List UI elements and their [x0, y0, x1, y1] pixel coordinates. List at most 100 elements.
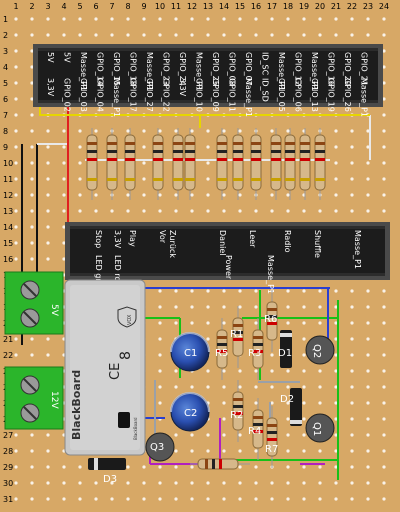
module-ce-mark: CE — [108, 363, 123, 380]
top-header-pin-label: GPIO_09 — [211, 78, 220, 112]
column-label: 7 — [109, 2, 114, 11]
transistor-q2: Q2 — [305, 335, 335, 365]
resistor — [270, 134, 282, 191]
column-label: 17 — [267, 2, 277, 11]
column-label: 18 — [283, 2, 293, 11]
circuit-resistor: R6 — [264, 290, 278, 352]
top-header-pin-label: GPIO_04 — [96, 78, 105, 112]
resistor — [216, 134, 228, 191]
top-header-pin-label: 5V — [63, 52, 72, 63]
module-weee-mark: 8 — [118, 351, 134, 360]
diode-d3: D3 — [88, 458, 126, 485]
row-label: 8 — [3, 127, 8, 136]
row-label: 11 — [3, 175, 13, 184]
row-label: 31 — [3, 495, 13, 504]
resistor — [184, 134, 196, 191]
module-vox-mark: VOX — [127, 314, 133, 325]
circuit-resistor: R5 — [215, 318, 228, 380]
row-label: 5 — [3, 79, 8, 88]
top-header-pin-label: GPIO_16 — [327, 52, 336, 86]
row-label: 12 — [3, 191, 13, 200]
row-label: 3 — [3, 47, 8, 56]
resistor — [86, 134, 98, 191]
row-labels: 1234567891011121314151617181920212223242… — [3, 15, 13, 504]
bottom-header-pin-label: Masse_P1 — [353, 230, 362, 269]
row-label: 13 — [3, 207, 13, 216]
top-header-pin-label: GPIO_17 — [129, 78, 138, 112]
transistor-q3: Q3 — [145, 432, 175, 462]
resistor-label: R2 — [230, 410, 243, 421]
column-label: 21 — [331, 2, 341, 11]
capacitor-c1-label: C1 — [184, 348, 197, 359]
top-header-pin-label: 3,3V — [46, 78, 55, 97]
column-label: 12 — [187, 2, 197, 11]
top-header-pin-label: GPIO_21 — [360, 52, 369, 86]
bottom-header-pin-label: Leer — [248, 230, 257, 248]
top-header-pin-label: GPIO_06 — [294, 78, 303, 112]
top-header-pin-label: GPIO_14 — [96, 52, 105, 86]
top-header-pin-label: GPIO_22 — [162, 78, 171, 112]
terminal-label-12v: 12V — [49, 391, 59, 409]
column-label: 23 — [363, 2, 373, 11]
capacitor-c2: C2 — [170, 392, 210, 432]
row-label: 29 — [3, 463, 13, 472]
row-label: 15 — [3, 239, 13, 248]
row-label: 28 — [3, 447, 13, 456]
top-header-pin-label: Masse_P1 — [145, 52, 154, 91]
top-header-pin-label: Masse_P1 — [79, 52, 88, 91]
row-label: 14 — [3, 223, 13, 232]
column-label: 6 — [93, 2, 98, 11]
top-header-pin-label: GPIO_24 — [178, 52, 187, 86]
top-header-pin-label: Masse_P1 — [277, 52, 286, 91]
column-label: 20 — [315, 2, 325, 11]
column-label: 3 — [45, 2, 50, 11]
top-header-pin-label: GPIO_23 — [162, 52, 171, 86]
resistor-label: R3 — [248, 348, 261, 359]
top-header-pin-label: GPIO_02 — [63, 78, 72, 112]
blackboard-module: BlackBoard CE 8 VOX BlackBoard — [64, 279, 146, 456]
top-header-pin-label: ID_SC — [261, 52, 270, 76]
top-header-pin-label: GPIO_26 — [343, 78, 352, 112]
circuit-resistor: R4 — [248, 398, 264, 460]
resistor — [314, 134, 326, 191]
top-header-pin-label: Masse_P1 — [360, 78, 369, 117]
top-header-pin-label: GPIO_18 — [129, 52, 138, 86]
bottom-header-pin-label: Daniel — [218, 230, 227, 256]
top-header-pin-label: GPIO_11 — [228, 78, 237, 112]
top-header-pin-label: 3,3V — [178, 78, 187, 97]
top-header-pin-label: GPIO_05 — [277, 78, 286, 112]
top-header-pin-label: Masse_P1 — [112, 78, 121, 117]
column-label: 9 — [141, 2, 146, 11]
bottom-header-pin-label: Stop — [94, 230, 103, 248]
top-header-pin-label: Masse_P1 — [310, 52, 319, 91]
row-label: 4 — [3, 63, 8, 72]
bottom-header-pin-label: Zurück — [168, 230, 177, 258]
resistor-label: R4 — [248, 426, 261, 437]
bottom-header-pin-label: Masse_P1 — [266, 255, 275, 294]
column-label: 14 — [219, 2, 229, 11]
column-label: 13 — [203, 2, 213, 11]
column-label: 22 — [347, 2, 357, 11]
column-label: 16 — [251, 2, 261, 11]
diode-d1: D1 — [278, 330, 292, 368]
transistor-q1: Q1 — [305, 413, 335, 443]
top-header-pin-label: GPIO_12 — [294, 52, 303, 86]
resistor — [250, 134, 262, 191]
row-label: 7 — [3, 111, 8, 120]
top-header-pin-label: GPIO_08 — [228, 52, 237, 86]
bottom-header-pin-label: Radio — [283, 230, 292, 253]
screw-terminal-12v: 12V — [4, 366, 64, 430]
column-label: 19 — [299, 2, 309, 11]
column-label: 8 — [125, 2, 130, 11]
module-shield-icon — [117, 306, 137, 328]
diode-d2: D2 — [280, 388, 302, 426]
bottom-header-pin-label: Vor — [158, 230, 167, 244]
transistor-q1-label: Q1 — [311, 422, 322, 436]
capacitor-c1: C1 — [170, 332, 210, 372]
